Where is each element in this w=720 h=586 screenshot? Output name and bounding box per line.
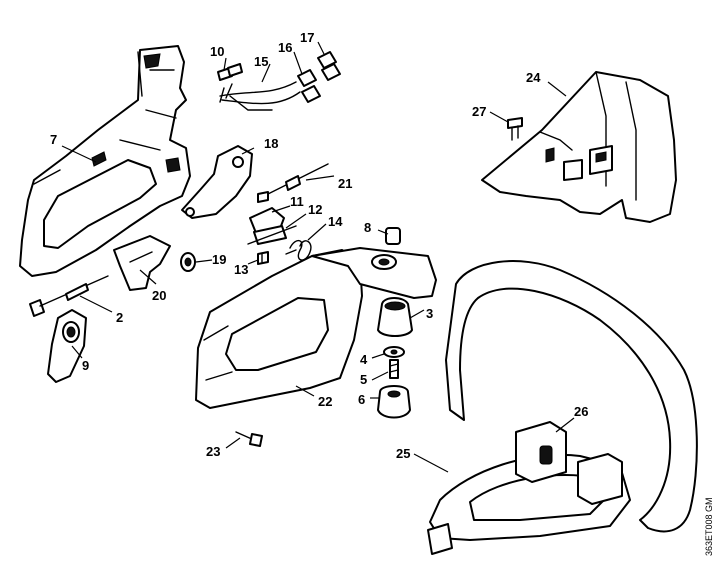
callout-17: 17 bbox=[300, 30, 314, 45]
part-21-cable bbox=[257, 163, 329, 203]
part-27-screw bbox=[507, 117, 523, 141]
callout-8: 8 bbox=[364, 220, 371, 235]
part-18-switch-lever bbox=[181, 145, 253, 219]
part-16-connector bbox=[297, 69, 321, 103]
part-8-plug bbox=[385, 227, 401, 245]
callout-27: 27 bbox=[472, 104, 486, 119]
callout-4: 4 bbox=[360, 352, 368, 367]
callout-11: 11 bbox=[290, 194, 304, 209]
part-14-torsion-spring bbox=[285, 240, 312, 261]
callout-15: 15 bbox=[254, 54, 268, 69]
callout-5: 5 bbox=[360, 372, 367, 387]
part-7-handle-housing-left bbox=[19, 45, 191, 277]
part-25-loop-handle bbox=[427, 260, 698, 555]
part-15-wire-harness bbox=[219, 81, 301, 111]
callout-3: 3 bbox=[426, 306, 433, 321]
part-3-rubber-buffer bbox=[377, 297, 413, 337]
callout-14: 14 bbox=[328, 214, 343, 229]
callout-16: 16 bbox=[278, 40, 292, 55]
callout-13: 13 bbox=[234, 262, 248, 277]
callout-22: 22 bbox=[318, 394, 332, 409]
callout-2: 2 bbox=[116, 310, 123, 325]
part-10-terminal-clips bbox=[217, 63, 243, 81]
part-4-washer bbox=[383, 346, 405, 358]
callout-9: 9 bbox=[82, 358, 89, 373]
callout-labels: 10 15 16 17 7 18 21 11 12 14 8 13 19 20 … bbox=[50, 30, 588, 461]
callout-23: 23 bbox=[206, 444, 220, 459]
part-19-grommet bbox=[180, 252, 196, 272]
part-13-screw bbox=[257, 251, 269, 265]
callout-26: 26 bbox=[574, 404, 588, 419]
callout-21: 21 bbox=[338, 176, 352, 191]
part-6-mount-nut bbox=[377, 385, 411, 419]
callout-19: 19 bbox=[212, 252, 226, 267]
callout-12: 12 bbox=[308, 202, 322, 217]
callout-25: 25 bbox=[396, 446, 410, 461]
part-12-spring-plate bbox=[247, 225, 297, 245]
callout-10: 10 bbox=[210, 44, 224, 59]
callout-20: 20 bbox=[152, 288, 166, 303]
callout-24: 24 bbox=[526, 70, 541, 85]
drawing-code: 363ET008 GM bbox=[704, 497, 714, 556]
callout-6: 6 bbox=[358, 392, 365, 407]
part-9-cap bbox=[47, 309, 87, 383]
part-20-bracket bbox=[113, 235, 171, 291]
part-5-screw bbox=[389, 359, 399, 379]
callout-18: 18 bbox=[264, 136, 278, 151]
part-26-rubber-insert bbox=[515, 421, 623, 505]
part-17-plug bbox=[317, 51, 341, 81]
part-22-handle-housing-right bbox=[195, 247, 437, 409]
part-24-cover bbox=[481, 71, 677, 223]
callout-7: 7 bbox=[50, 132, 57, 147]
part-2-pin bbox=[29, 275, 109, 317]
part-23-screw bbox=[235, 431, 263, 447]
leader-lines bbox=[61, 41, 575, 473]
